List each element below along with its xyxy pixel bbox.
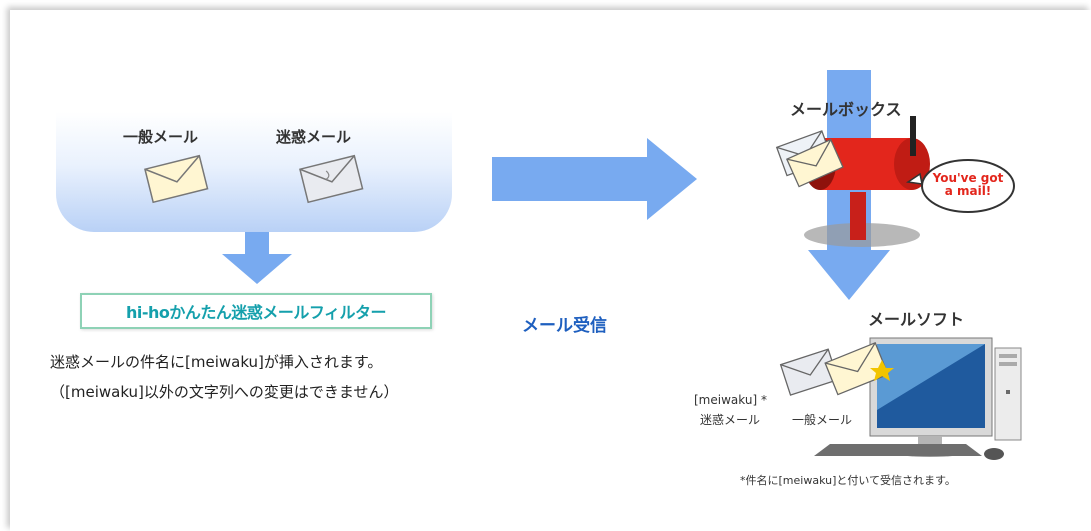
mail-tray [56,112,452,232]
spam-envelope-icon [299,154,364,204]
computer-icon [779,337,1022,460]
filter-description-line2: （[meiwaku]以外の文字列への変更はできません） [50,383,399,401]
mailbox-label: メールボックス [790,100,902,119]
envelope-icon [144,154,209,204]
meiwaku-tag-label: [meiwaku] * [694,393,767,407]
filter-name-box: hi-hoかんたん迷惑メールフィルター [80,293,432,329]
filter-name: hi-hoかんたん迷惑メールフィルター [125,303,387,322]
filter-description-line1: 迷惑メールの件名に[meiwaku]が挿入されます。 [50,353,383,371]
down-arrow-icon [222,232,292,284]
spam-mail-caption: 迷惑メール [700,413,761,427]
right-arrow-icon [492,138,697,220]
mail-receive-label: メール受信 [522,316,607,336]
normal-mail-label: 一般メール [123,128,199,146]
bubble-line1: You've got [932,171,1004,185]
bubble-line2: a mail! [944,184,992,198]
normal-mail-caption: 一般メール [792,413,853,427]
spam-mail-label: 迷惑メール [276,128,352,146]
footnote: *件名に[meiwaku]と付いて受信されます。 [740,474,956,487]
mail-software-label: メールソフト [868,310,965,329]
mailbox-icon [775,116,1015,247]
speech-bubble-text: You've got a mail! [920,172,1016,198]
